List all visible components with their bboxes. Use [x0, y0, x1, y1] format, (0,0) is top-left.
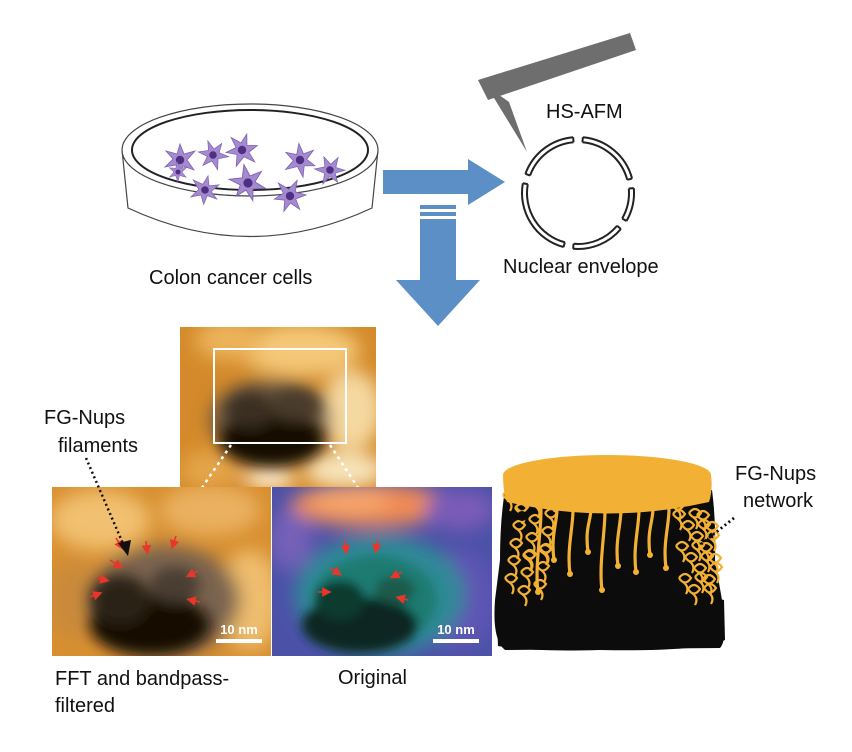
cancer-cell	[227, 163, 267, 203]
fg-nups-network-label-line1: FG-Nups	[735, 463, 817, 485]
fft-filtered-label-line1: FFT and bandpass-	[55, 668, 230, 690]
nuclear-pore-model	[494, 455, 725, 651]
filaments-pointer	[84, 457, 131, 556]
blue-arrow-down	[396, 205, 480, 326]
fg-nups-filaments-label-line2: filaments	[58, 435, 139, 457]
cancer-cell	[197, 139, 230, 171]
cancer-cell	[273, 179, 308, 213]
nuclear-envelope-label: Nuclear envelope	[503, 256, 659, 278]
cancer-cell	[168, 160, 188, 183]
afm-image-top	[180, 327, 376, 487]
hs-afm-label: HS-AFM	[546, 101, 623, 123]
afm-cantilever	[478, 33, 636, 152]
cancer-cell	[284, 142, 317, 179]
original-label: Original	[338, 667, 407, 689]
afm-image-filtered: 10 nm	[52, 487, 271, 656]
network-pointer	[699, 516, 735, 547]
cancer-cell	[313, 155, 347, 186]
fg-nups-filaments-label-line1: FG-Nups	[44, 407, 126, 429]
colon-cancer-cells-label: Colon cancer cells	[149, 267, 313, 289]
blue-arrow-right	[383, 159, 505, 205]
scale-bar-right-label: 10 nm	[437, 622, 475, 637]
nuclear-envelope-ring	[521, 136, 635, 250]
afm-image-original: 10 nm	[272, 487, 492, 656]
scale-bar-left-label: 10 nm	[220, 622, 258, 637]
cancer-cell	[224, 132, 259, 168]
cancer-cells	[163, 132, 347, 213]
fft-filtered-label-line2: filtered	[55, 695, 116, 717]
cancer-cell	[189, 174, 221, 206]
fg-nups-network-label-line2: network	[743, 490, 814, 512]
